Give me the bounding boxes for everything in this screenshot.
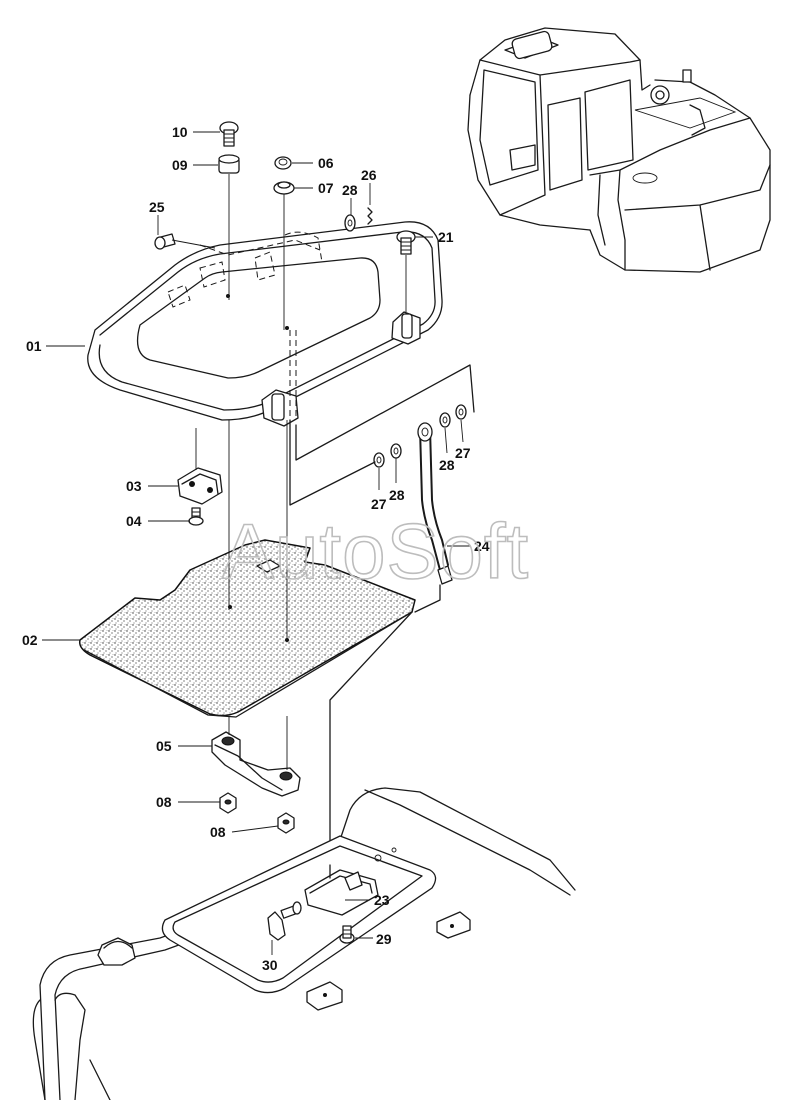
callout-25: 25 <box>149 199 165 215</box>
nut-08-a <box>219 792 237 814</box>
nut-08-b <box>277 812 295 834</box>
washer-28-top <box>344 214 356 232</box>
callout-08-b: 08 <box>210 824 226 840</box>
machine-cover <box>32 787 576 1100</box>
callout-03: 03 <box>126 478 142 494</box>
callout-28-c: 28 <box>439 457 455 473</box>
callout-09: 09 <box>172 157 188 173</box>
spacer-09 <box>218 154 240 174</box>
pin-25 <box>154 233 176 250</box>
support-block-05 <box>211 731 301 797</box>
callout-leaders <box>42 131 470 955</box>
bolt-10 <box>219 121 239 147</box>
callout-10: 10 <box>172 124 188 140</box>
clip-26 <box>367 207 373 225</box>
callout-29: 29 <box>376 931 392 947</box>
callout-02: 02 <box>22 632 38 648</box>
callout-27-a: 27 <box>371 496 387 512</box>
callout-24: 24 <box>474 538 490 554</box>
cover-lid <box>87 221 443 427</box>
floor-mat-02 <box>78 539 416 718</box>
alignment-lines <box>171 174 475 883</box>
watermark: AutoSoft <box>222 507 529 595</box>
callout-21: 21 <box>438 229 454 245</box>
support-rod-24 <box>417 422 453 585</box>
bolt-29 <box>339 925 355 944</box>
callout-01: 01 <box>26 338 42 354</box>
callout-28-top: 28 <box>342 182 358 198</box>
callout-labels: 10 09 06 07 25 28 26 21 01 03 04 02 05 0… <box>22 124 490 973</box>
callout-26: 26 <box>361 167 377 183</box>
latch-bracket-03 <box>177 467 223 505</box>
callout-28-b: 28 <box>389 487 405 503</box>
callout-07: 07 <box>318 180 334 196</box>
callout-08-a: 08 <box>156 794 172 810</box>
callout-23: 23 <box>374 892 390 908</box>
washers-27-28 <box>373 404 467 468</box>
callout-27-b: 27 <box>455 445 471 461</box>
bolt-04 <box>188 507 204 526</box>
callout-05: 05 <box>156 738 172 754</box>
catch-23 <box>304 864 379 916</box>
callout-30: 30 <box>262 957 278 973</box>
cap-06 <box>274 156 292 170</box>
knob-bolt-30 <box>267 901 302 941</box>
excavator-overview <box>467 27 771 273</box>
callout-04: 04 <box>126 513 142 529</box>
callout-06: 06 <box>318 155 334 171</box>
bushing-07 <box>273 181 295 195</box>
